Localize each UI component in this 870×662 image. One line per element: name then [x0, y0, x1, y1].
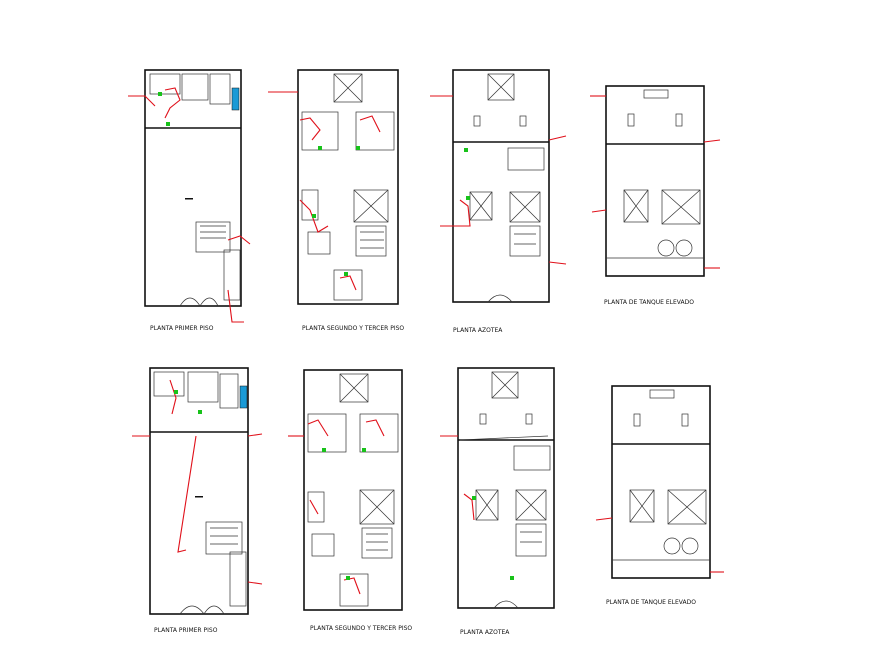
plan-label: PLANTA AZOTEA	[453, 327, 503, 334]
plan-segundo-tercer-bottom: PLANTA SEGUNDO Y TERCER PISO	[288, 369, 412, 632]
plan-primer-piso-bottom: PLANTA PRIMER PISO	[132, 367, 263, 634]
plan-label: PLANTA SEGUNDO Y TERCER PISO	[310, 625, 412, 632]
plan-azotea-bottom: PLANTA AZOTEA	[440, 367, 555, 636]
plan-label: PLANTA DE TANQUE ELEVADO	[604, 299, 694, 306]
plan-azotea-top: PLANTA AZOTEA	[430, 69, 567, 334]
plan-label: PLANTA SEGUNDO Y TERCER PISO	[302, 325, 404, 332]
plan-segundo-tercer-top: PLANTA SEGUNDO Y TERCER PISO	[268, 69, 404, 332]
plan-tanque-top: PLANTA DE TANQUE ELEVADO	[590, 85, 721, 306]
plan-label: PLANTA PRIMER PISO	[154, 627, 218, 634]
plan-label: PLANTA DE TANQUE ELEVADO	[606, 599, 696, 606]
plan-tanque-bottom: PLANTA DE TANQUE ELEVADO	[595, 385, 724, 606]
plan-label: PLANTA PRIMER PISO	[150, 325, 214, 332]
plan-label: PLANTA AZOTEA	[460, 629, 510, 636]
plan-primer-piso-top: PLANTA PRIMER PISO	[128, 69, 251, 332]
